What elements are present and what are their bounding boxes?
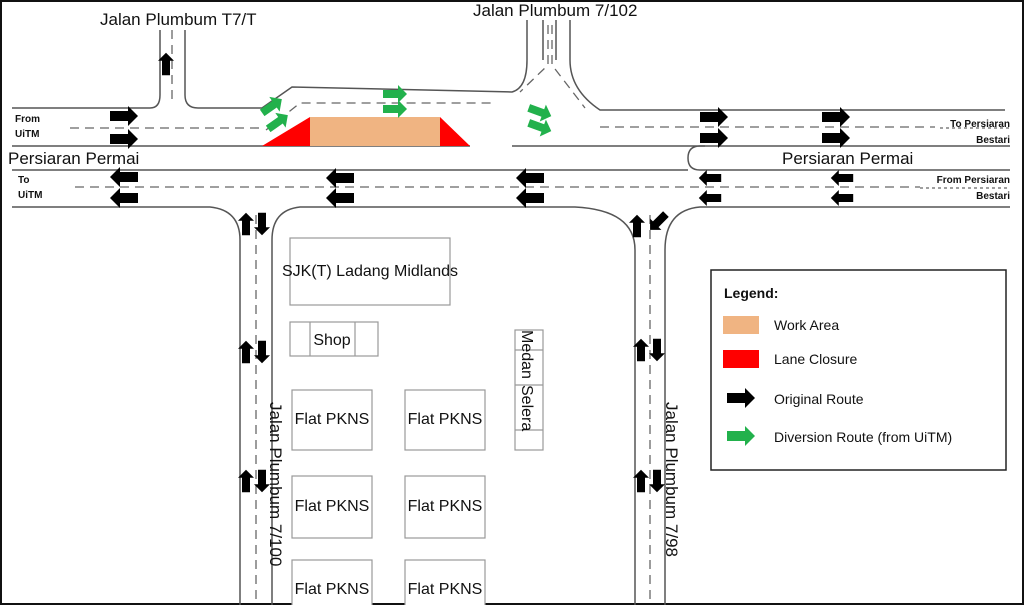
flat-label: Flat PKNS bbox=[295, 581, 370, 598]
flat-label: Flat PKNS bbox=[408, 498, 483, 515]
from-uitm-label-2: UiTM bbox=[15, 129, 39, 140]
building-medan-selera: Medan Selera bbox=[514, 329, 544, 451]
lane-closure-taper-end bbox=[440, 117, 470, 146]
road-network bbox=[12, 20, 1010, 605]
legend-label-diversion-route: Diversion Route (from UiTM) bbox=[774, 429, 952, 445]
road-label-persiaran-permai-right: Persiaran Permai bbox=[782, 149, 913, 168]
flat-label: Flat PKNS bbox=[295, 498, 370, 515]
from-bestari-label: From Persiaran bbox=[937, 175, 1010, 186]
building-flat-1: Flat PKNS bbox=[291, 389, 373, 451]
road-label-persiaran-permai-left: Persiaran Permai bbox=[8, 149, 139, 168]
work-area bbox=[310, 117, 440, 146]
to-uitm-label-2: UiTM bbox=[18, 190, 42, 201]
school-label: SJK(T) Ladang Midlands bbox=[282, 263, 458, 280]
legend: Legend: Work Area Lane Closure Original … bbox=[710, 269, 1007, 471]
legend-label-lane-closure: Lane Closure bbox=[774, 351, 857, 367]
building-flat-2: Flat PKNS bbox=[404, 389, 486, 451]
flat-label: Flat PKNS bbox=[408, 581, 483, 598]
to-uitm-label: To bbox=[18, 175, 29, 186]
road-label-jalan-plumbum-7-102: Jalan Plumbum 7/102 bbox=[473, 1, 637, 20]
road-label-jalan-plumbum-t7t: Jalan Plumbum T7/T bbox=[100, 10, 257, 29]
medan-label: Medan bbox=[518, 330, 535, 379]
legend-swatch-work-area bbox=[723, 316, 759, 334]
building-shop: Shop bbox=[289, 321, 379, 357]
legend-swatch-lane-closure bbox=[723, 350, 759, 368]
building-flat-6: Flat PKNS bbox=[404, 559, 486, 605]
lane-closure-taper-start bbox=[262, 117, 310, 146]
road-label-jalan-plumbum-7-100: Jalan Plumbum 7/100 bbox=[266, 402, 285, 566]
legend-title: Legend: bbox=[724, 285, 778, 301]
to-bestari-label-2: Bestari bbox=[976, 135, 1010, 146]
road-label-jalan-plumbum-7-98: Jalan Plumbum 7/98 bbox=[662, 402, 681, 557]
legend-label-original-route: Original Route bbox=[774, 391, 864, 407]
building-flat-4: Flat PKNS bbox=[404, 475, 486, 539]
from-bestari-label-2: Bestari bbox=[976, 191, 1010, 202]
from-uitm-label: From bbox=[15, 114, 40, 125]
selera-label: Selera bbox=[518, 385, 535, 431]
flat-label: Flat PKNS bbox=[295, 411, 370, 428]
building-flat-5: Flat PKNS bbox=[291, 559, 373, 605]
to-bestari-label: To Persiaran bbox=[950, 119, 1010, 130]
flat-label: Flat PKNS bbox=[408, 411, 483, 428]
shop-label: Shop bbox=[313, 332, 350, 349]
building-flat-3: Flat PKNS bbox=[291, 475, 373, 539]
building-school: SJK(T) Ladang Midlands bbox=[282, 237, 458, 306]
legend-label-work-area: Work Area bbox=[774, 317, 839, 333]
